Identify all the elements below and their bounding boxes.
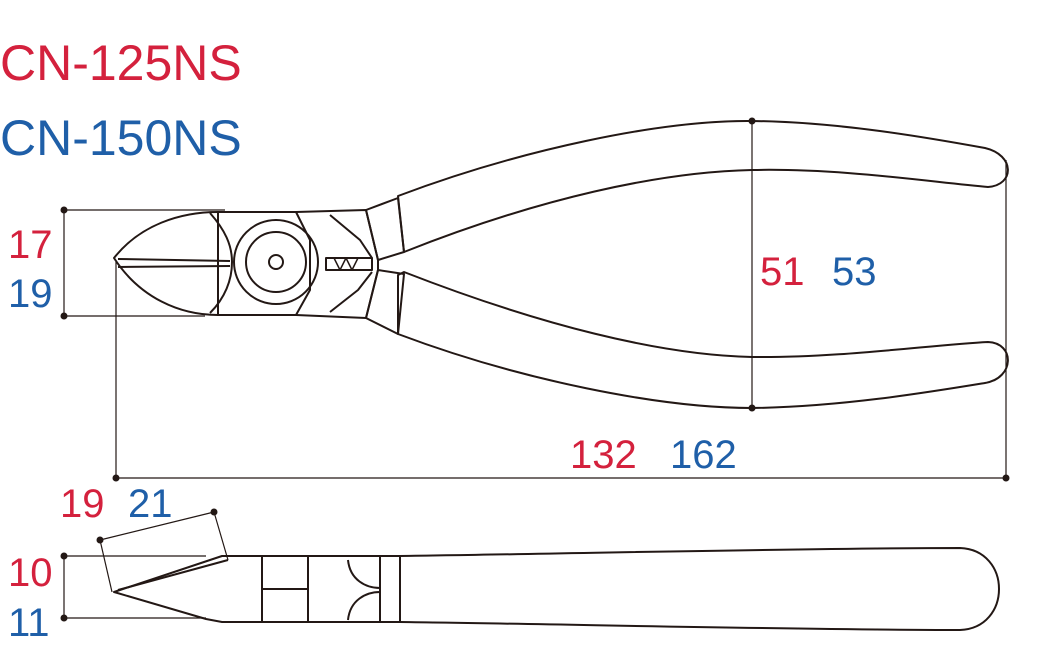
dimension-lines [63,121,1007,619]
overall-length-cn150: 162 [670,433,737,477]
model-title-cn125ns: CN-125NS [0,35,242,91]
head-thickness-cn125: 10 [8,551,53,595]
dimension-endpoints [60,117,1010,622]
jaw-split-upper [117,258,231,262]
pivot-pin [268,254,284,270]
jaw-split-lower [117,265,231,268]
spring-slot [325,257,373,271]
side-jaw-line [117,559,229,591]
joint-neck [295,209,379,319]
spring-zigzag [333,257,359,271]
head-height-cn125: 17 [8,223,53,267]
lower-handle [397,271,1009,409]
overall-length-cn125: 132 [570,433,637,477]
handle-span-cn125: 51 [760,250,805,294]
jaw-bevel [209,212,233,314]
side-neck-curve-lower [347,591,381,621]
jaw-length-cn125: 19 [60,482,105,526]
head-height-cn150: 19 [8,272,53,316]
side-neck-curve-upper [347,559,381,589]
cutting-head [113,211,219,316]
neck-inner-lower [329,271,373,313]
model-title-cn150ns: CN-150NS [0,110,242,166]
pivot-outer [233,219,319,305]
neck-inner-upper [329,214,373,259]
head-thickness-cn150: 11 [8,601,50,645]
side-head [113,555,401,623]
upper-handle-ferrule [365,197,405,261]
jaw-length-cn150: 21 [128,482,173,526]
upper-handle [397,119,1009,253]
handle-span-cn150: 53 [832,250,877,294]
pliers-side-view [113,547,1000,631]
side-handle [399,547,1000,631]
pliers-top-view [113,119,1009,409]
pivot-ring [245,231,307,293]
